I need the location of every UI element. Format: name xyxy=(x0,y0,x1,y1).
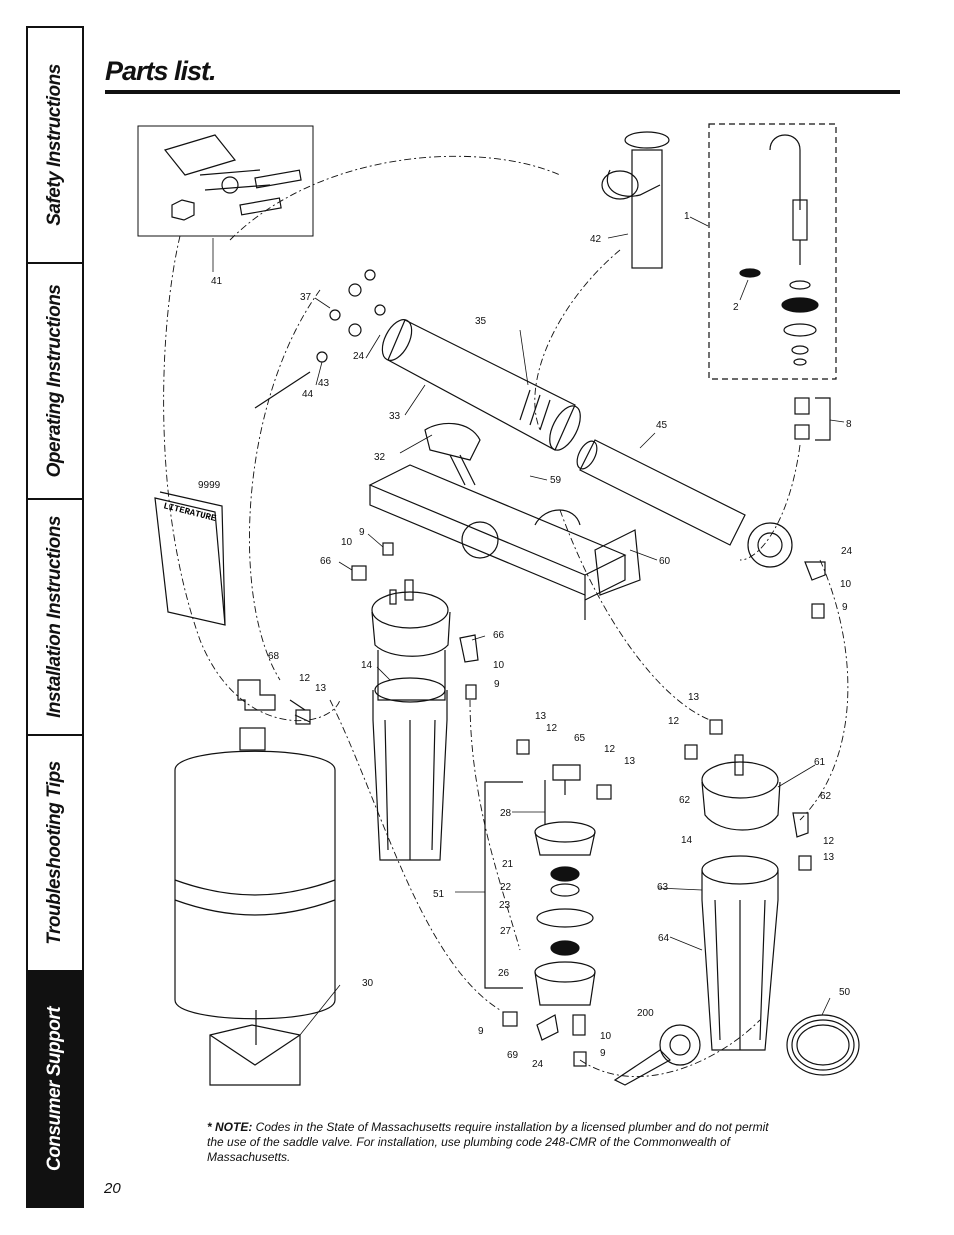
callout-10-b: 10 xyxy=(840,579,852,590)
tubing-coil xyxy=(786,1014,860,1076)
callout-14-a: 14 xyxy=(361,660,373,671)
callout-62-b: 62 xyxy=(679,795,691,806)
callout-60: 60 xyxy=(659,556,671,567)
page-title: Parts list. xyxy=(105,56,217,86)
callout-10-a: 10 xyxy=(341,537,353,548)
callout-10-c: 10 xyxy=(493,660,505,671)
post-filter xyxy=(576,439,793,568)
callout-30: 30 xyxy=(362,978,374,989)
callout-35: 35 xyxy=(475,316,487,327)
callout-24-right: 24 xyxy=(841,546,853,557)
section-tabs: Safety Instructions Operating Instructio… xyxy=(26,26,84,1208)
callout-27: 27 xyxy=(500,926,512,937)
callout-10-d: 10 xyxy=(600,1031,612,1042)
callout-13-a: 13 xyxy=(315,683,327,694)
callout-42: 42 xyxy=(590,234,602,245)
callout-28: 28 xyxy=(500,808,512,819)
tab-operating-instructions[interactable]: Operating Instructions xyxy=(28,264,82,500)
callout-12-d: 12 xyxy=(604,744,616,755)
callout-33: 33 xyxy=(389,411,401,422)
page-number: 20 xyxy=(104,1180,121,1197)
callout-12-b: 12 xyxy=(668,716,680,727)
callout-59: 59 xyxy=(550,475,562,486)
drain-saddle xyxy=(601,131,670,269)
callout-68: 68 xyxy=(268,651,280,662)
callout-43: 43 xyxy=(318,378,330,389)
callout-1: 1 xyxy=(684,211,690,222)
note-text: Codes in the State of Massachusetts requ… xyxy=(207,1120,769,1164)
callout-24-top: 24 xyxy=(353,351,365,362)
callout-8: 8 xyxy=(846,419,852,430)
tab-safety-instructions[interactable]: Safety Instructions xyxy=(28,28,82,264)
mounting-bracket xyxy=(368,464,641,620)
callout-50: 50 xyxy=(839,987,851,998)
callout-12-a: 12 xyxy=(299,673,311,684)
callout-2: 2 xyxy=(733,302,739,313)
callout-69: 69 xyxy=(507,1050,519,1061)
callout-13-c: 13 xyxy=(535,711,547,722)
callout-63: 63 xyxy=(657,882,669,893)
callout-62-a: 62 xyxy=(820,791,832,802)
callout-14-b: 14 xyxy=(681,835,693,846)
callout-26: 26 xyxy=(498,968,510,979)
callout-32: 32 xyxy=(374,452,386,463)
tab-installation-instructions[interactable]: Installation Instructions xyxy=(28,500,82,736)
callout-51: 51 xyxy=(433,889,445,900)
callout-37: 37 xyxy=(300,292,312,303)
callout-24-bottom: 24 xyxy=(532,1059,544,1070)
callout-9-a: 9 xyxy=(359,527,365,538)
literature-booklet xyxy=(154,491,226,626)
callout-44: 44 xyxy=(302,389,314,400)
left-filter-housing xyxy=(371,579,451,861)
callout-13-e: 13 xyxy=(823,852,835,863)
callout-9-d: 9 xyxy=(478,1026,484,1037)
callout-66-a: 66 xyxy=(320,556,332,567)
callout-45: 45 xyxy=(656,420,668,431)
callout-200: 200 xyxy=(637,1008,654,1019)
faucet-assembly xyxy=(708,123,837,380)
callout-66-b: 66 xyxy=(493,630,505,641)
tab-troubleshooting-tips[interactable]: Troubleshooting Tips xyxy=(28,736,82,972)
callout-12-e: 12 xyxy=(823,836,835,847)
callout-13-b: 13 xyxy=(688,692,700,703)
callout-64: 64 xyxy=(658,933,670,944)
stacked-filter-cartridge xyxy=(484,781,596,1006)
storage-tank xyxy=(174,727,336,1086)
callout-22: 22 xyxy=(500,882,512,893)
callout-9-e: 9 xyxy=(600,1048,606,1059)
saddle-valve-kit xyxy=(137,125,314,237)
callout-12-c: 12 xyxy=(546,723,558,734)
callout-21: 21 xyxy=(502,859,514,870)
tab-consumer-support[interactable]: Consumer Support xyxy=(28,972,82,1206)
massachusetts-note: * NOTE: Codes in the State of Massachuse… xyxy=(207,1120,777,1165)
note-prefix: * NOTE: xyxy=(207,1120,253,1134)
title-rule xyxy=(105,90,900,94)
callout-9999: 9999 xyxy=(198,480,221,491)
callout-9-b: 9 xyxy=(842,602,848,613)
callout-23: 23 xyxy=(499,900,511,911)
callout-65: 65 xyxy=(574,733,586,744)
membrane-housing xyxy=(381,319,581,451)
callout-41: 41 xyxy=(211,276,223,287)
callout-9-c: 9 xyxy=(494,679,500,690)
right-filter-housing xyxy=(701,754,781,1051)
callout-13-d: 13 xyxy=(624,756,636,767)
literature-label: LITERATURE xyxy=(162,501,217,524)
callout-61: 61 xyxy=(814,757,826,768)
filter-wrench xyxy=(613,1024,701,1086)
